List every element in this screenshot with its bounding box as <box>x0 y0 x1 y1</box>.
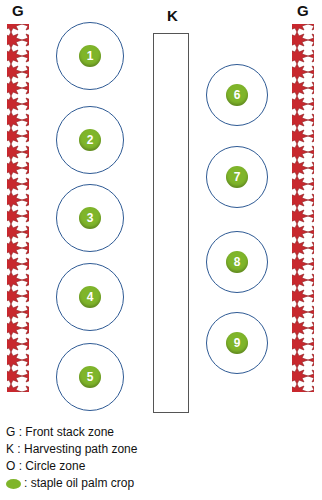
legend-text: : staple oil palm crop <box>24 475 134 492</box>
hedge-right <box>292 24 314 392</box>
front-stack-zone: G <box>292 2 314 392</box>
legend-text: K : Harvesting path zone <box>6 441 137 458</box>
legend: G : Front stack zoneK : Harvesting path … <box>6 424 316 492</box>
circle-zone: 2 <box>56 106 124 174</box>
harvesting-path: K <box>153 33 189 413</box>
circle-zone: 7 <box>206 146 268 208</box>
circle-zone: 8 <box>206 231 268 293</box>
hedge-left <box>7 24 29 392</box>
crop-number: 8 <box>226 251 248 273</box>
legend-text: O : Circle zone <box>6 458 85 475</box>
crop-number: 3 <box>79 207 101 229</box>
circle-zone: 5 <box>56 343 124 411</box>
legend-entry: G : Front stack zone <box>6 424 316 441</box>
zone-label: G <box>297 2 309 19</box>
zone-label: G <box>12 2 24 19</box>
zone-label: K <box>167 7 178 24</box>
legend-entry: : staple oil palm crop <box>6 475 316 492</box>
legend-entry: O : Circle zone <box>6 458 316 475</box>
circle-zone: 4 <box>56 263 124 331</box>
front-stack-zone: G <box>7 2 29 392</box>
circle-zone: 3 <box>56 184 124 252</box>
crop-number: 1 <box>79 45 101 67</box>
crop-number: 7 <box>226 166 248 188</box>
crop-number: 9 <box>226 332 248 354</box>
circle-zone: 1 <box>56 22 124 90</box>
legend-entry: K : Harvesting path zone <box>6 441 316 458</box>
crop-number: 4 <box>79 286 101 308</box>
crop-number: 6 <box>226 84 248 106</box>
legend-swatch <box>6 479 21 489</box>
crop-number: 2 <box>79 129 101 151</box>
circle-zone: 6 <box>206 64 268 126</box>
legend-text: G : Front stack zone <box>6 424 114 441</box>
crop-number: 5 <box>79 366 101 388</box>
circle-zone: 9 <box>206 312 268 374</box>
